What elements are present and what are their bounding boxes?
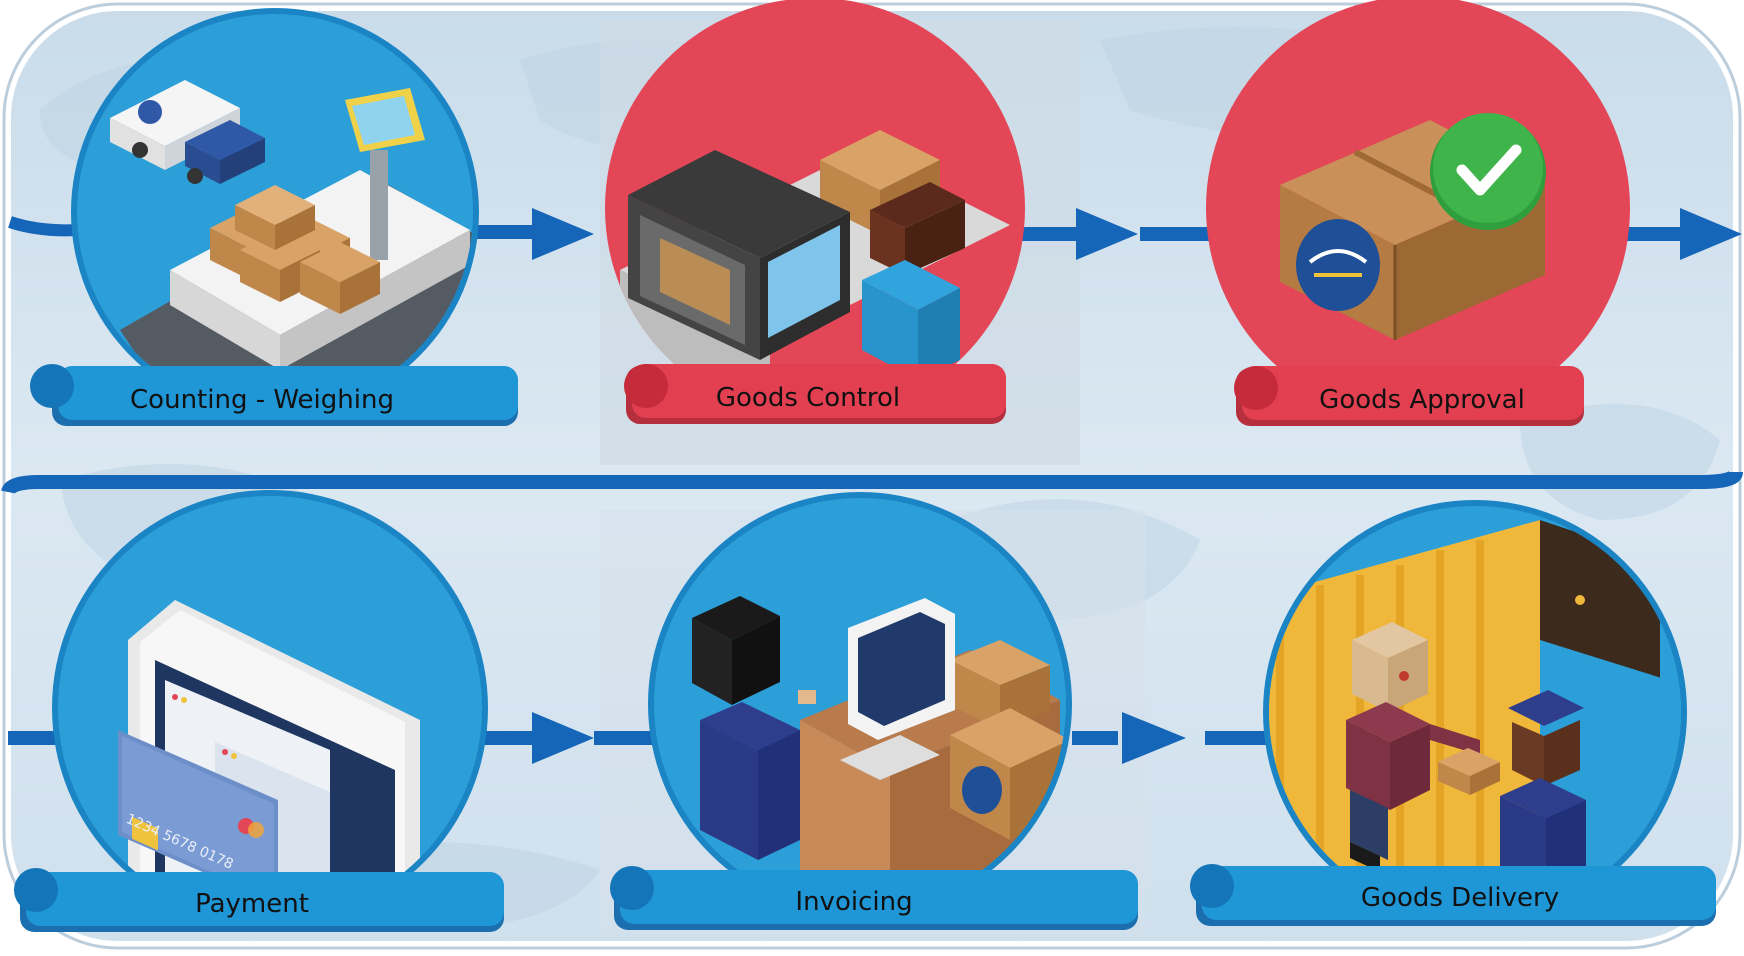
connectors	[1, 216, 1743, 745]
credit-card-payment-icon: 1234 5678 0178	[118, 600, 420, 905]
clerk-person-icon	[692, 596, 816, 900]
label-payment: Payment	[14, 868, 504, 932]
step-payment: 1234 5678 0178 Payment	[14, 490, 504, 932]
arrow-icon	[532, 208, 594, 260]
step-goods-control: Goods Control	[605, 0, 1025, 424]
handover-delivery-icon	[1269, 520, 1681, 900]
step-goods-approval: Goods Approval	[1206, 0, 1630, 426]
label-goods-control: Goods Control	[624, 364, 1006, 424]
xray-scanner-icon	[620, 130, 1010, 418]
step-label: Goods Control	[716, 383, 900, 413]
arrow-icon	[1680, 208, 1742, 260]
credit-card-icon: 1234 5678 0178	[118, 730, 278, 905]
customer-person-icon	[1346, 622, 1480, 872]
arrow-icon	[1122, 712, 1186, 764]
check-icon	[1456, 144, 1522, 196]
arrow-icon	[1076, 208, 1138, 260]
step-label: Counting - Weighing	[130, 385, 394, 415]
step-invoicing: Invoicing	[610, 492, 1138, 930]
arrow-icon	[532, 712, 594, 764]
approved-box-icon	[1280, 113, 1546, 340]
label-goods-delivery: Goods Delivery	[1190, 864, 1716, 926]
step-label: Goods Delivery	[1361, 883, 1559, 913]
arrowheads	[532, 208, 1742, 764]
label-counting-weighing: Counting - Weighing	[30, 364, 518, 426]
step-goods-delivery: Goods Delivery	[1190, 500, 1716, 926]
inspector-person-icon	[862, 182, 965, 380]
truck-icon	[110, 80, 265, 184]
step-counting-weighing: Counting - Weighing	[30, 8, 518, 426]
step-label: Payment	[195, 889, 309, 919]
label-invoicing: Invoicing	[610, 866, 1138, 930]
step-label: Invoicing	[795, 887, 912, 917]
label-goods-approval: Goods Approval	[1234, 366, 1584, 426]
step-label: Goods Approval	[1319, 385, 1525, 415]
